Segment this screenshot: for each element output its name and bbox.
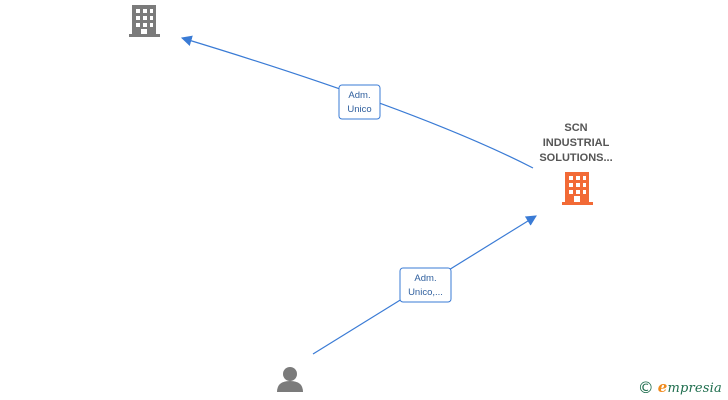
edge-label-line-2: Unico xyxy=(347,104,371,115)
node-label-line-3: SOLUTIONS... xyxy=(539,152,612,164)
brand-logo: empresia xyxy=(657,378,722,396)
edge-main-to-top[interactable]: Adm. Unico xyxy=(180,35,534,169)
edge-label-box xyxy=(399,267,452,303)
building-icon xyxy=(562,172,593,205)
copyright-icon: © xyxy=(637,377,654,397)
node-top-company[interactable] xyxy=(129,5,160,37)
edge-person-to-main[interactable]: Adm. Unico,... xyxy=(312,215,537,355)
building-icon xyxy=(129,5,160,37)
brand-watermark: © empresia xyxy=(637,377,722,397)
edge-label-box xyxy=(338,84,381,120)
edge-line-main-to-top xyxy=(180,35,534,169)
node-label-line-1: SCN xyxy=(564,122,587,134)
node-label-line-2: INDUSTRIAL xyxy=(543,137,610,149)
edge-label-line-2: Unico,... xyxy=(408,287,443,298)
edge-label-line-1: Adm. xyxy=(414,273,436,284)
node-person[interactable] xyxy=(277,367,303,392)
edge-label-line-1: Adm. xyxy=(348,90,370,101)
person-icon xyxy=(277,367,303,392)
node-main-company[interactable]: SCN INDUSTRIAL SOLUTIONS... xyxy=(539,122,613,205)
